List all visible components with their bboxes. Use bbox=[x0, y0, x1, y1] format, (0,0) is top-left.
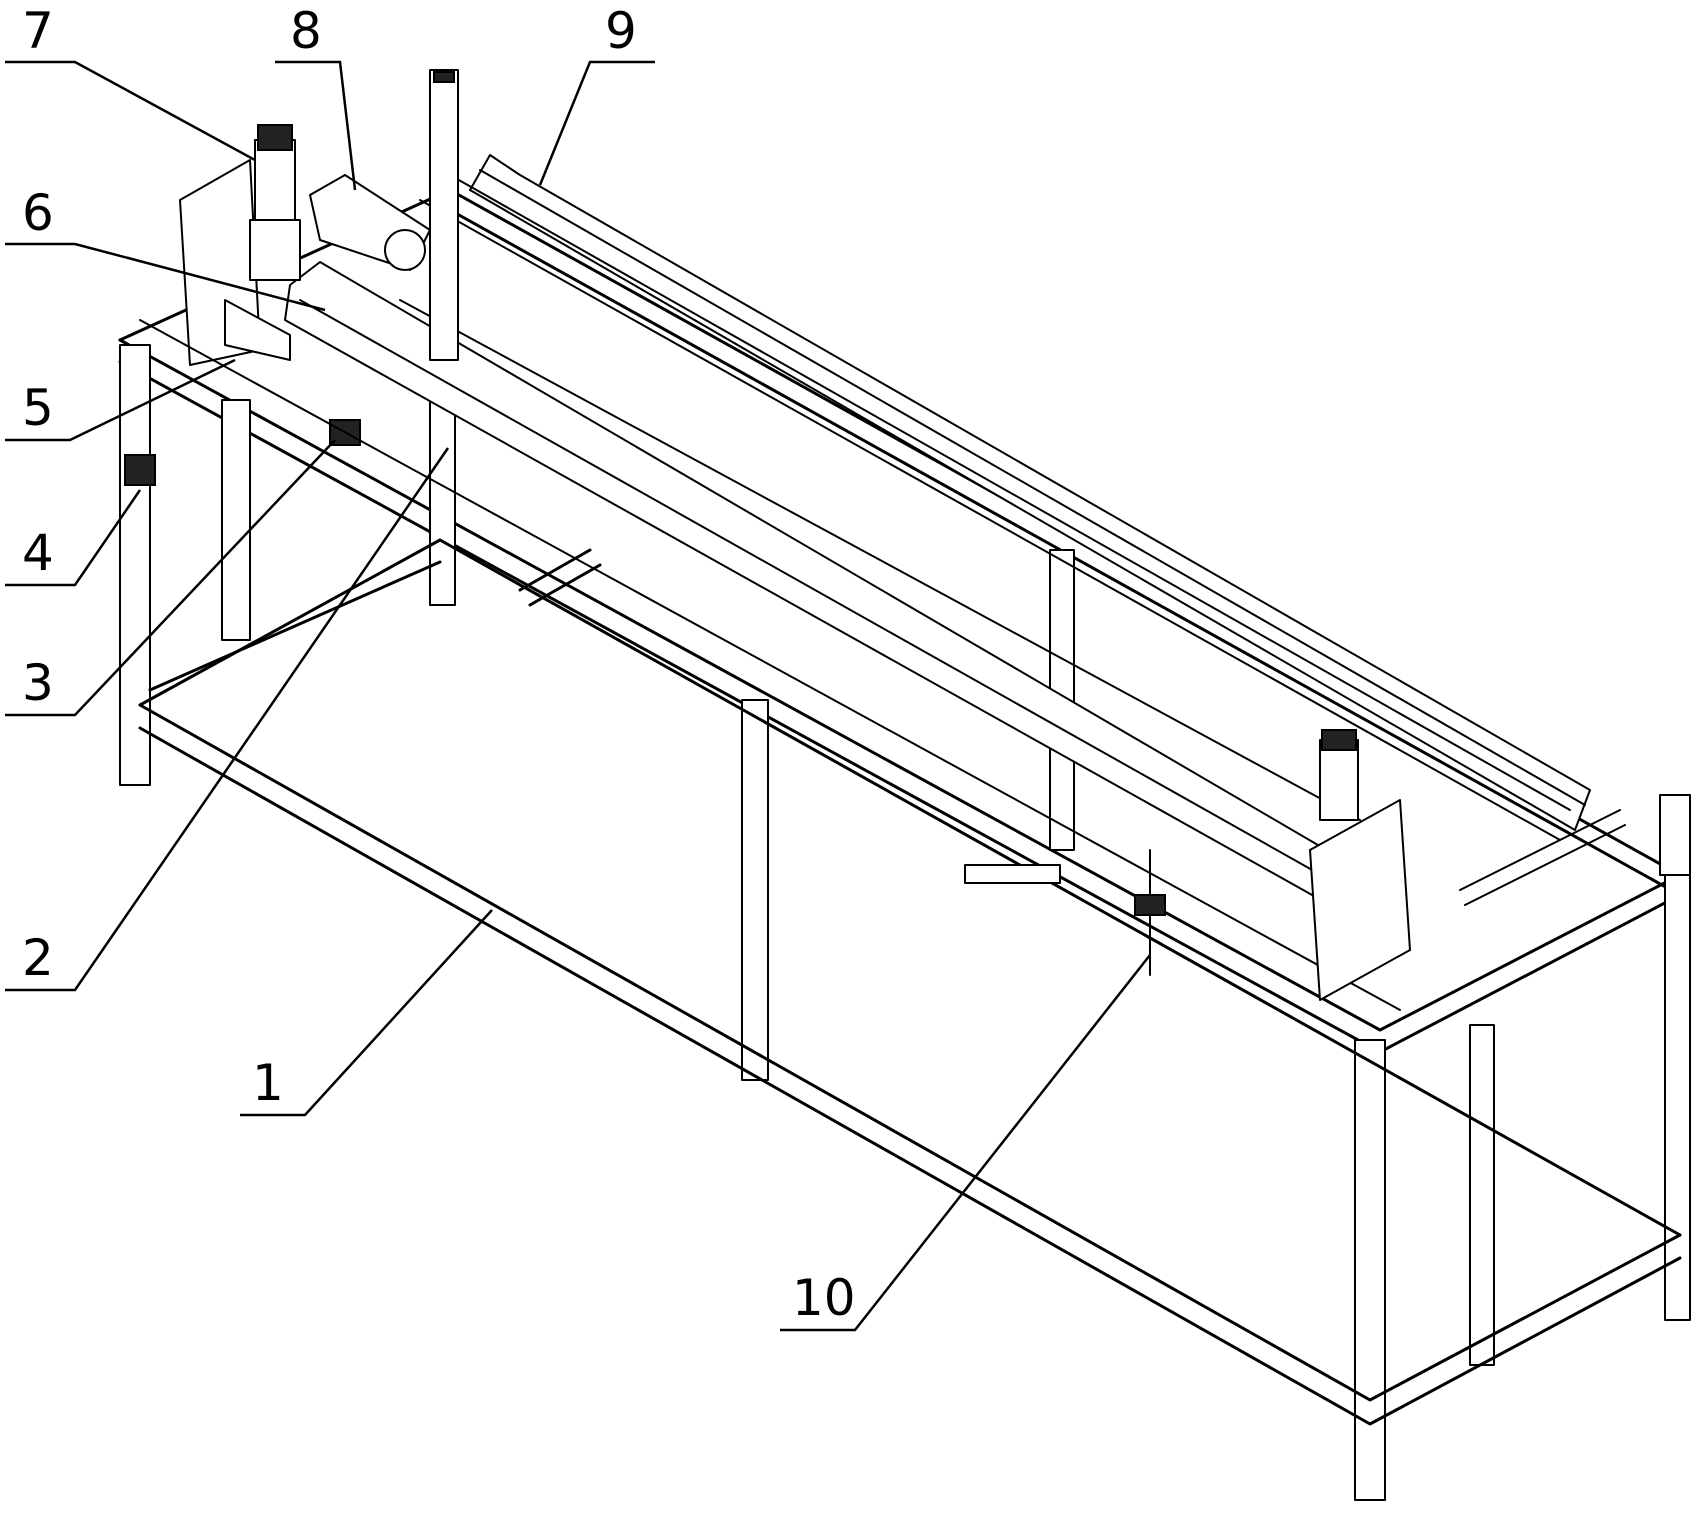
right-motor-cap bbox=[1321, 729, 1357, 751]
callout-2: 2 bbox=[22, 929, 54, 987]
left-motor-base bbox=[249, 219, 301, 281]
callout-6: 6 bbox=[22, 184, 54, 242]
top-frame-front-rail bbox=[118, 338, 1682, 1032]
leg-inner-right bbox=[1469, 1024, 1495, 1366]
leg-front-middle bbox=[741, 699, 769, 1081]
leader-8 bbox=[275, 60, 357, 191]
right-arm-lower bbox=[1464, 824, 1626, 906]
right-back-post bbox=[1659, 794, 1691, 876]
support-bracket bbox=[224, 299, 291, 361]
knob-left bbox=[124, 454, 156, 486]
leader-2 bbox=[5, 447, 450, 992]
cross-brace-top-2 bbox=[528, 563, 602, 607]
callout-leaders bbox=[5, 60, 1151, 1332]
leg-front-right bbox=[1354, 1039, 1386, 1501]
bottom-frame-front-inner bbox=[138, 726, 1682, 1426]
leg-front-left bbox=[119, 344, 151, 786]
leader-7 bbox=[5, 60, 256, 162]
callout-1: 1 bbox=[252, 1054, 284, 1112]
bottom-frame-back bbox=[438, 538, 1682, 1237]
right-drive-unit bbox=[964, 729, 1691, 1001]
right-side-plate bbox=[1309, 799, 1411, 1001]
left-drive-unit bbox=[124, 69, 1401, 1011]
leader-9 bbox=[538, 60, 655, 186]
callout-8: 8 bbox=[290, 2, 322, 60]
table-frame bbox=[118, 188, 1691, 1501]
front-guide-rail bbox=[139, 319, 1401, 1011]
guide-rod-2 bbox=[419, 199, 1561, 841]
leader-10 bbox=[780, 954, 1151, 1332]
pointer-knob bbox=[1134, 894, 1166, 916]
bottom-frame-front bbox=[138, 703, 1682, 1402]
rollers bbox=[284, 154, 1591, 906]
callout-labels: 1 2 3 4 5 6 7 8 9 10 bbox=[22, 2, 856, 1327]
leader-4 bbox=[5, 489, 142, 587]
front-roller-edge bbox=[299, 299, 1331, 881]
leader-6 bbox=[5, 242, 326, 312]
leader-5 bbox=[5, 358, 236, 442]
guide-rod-1 bbox=[399, 299, 1361, 821]
callout-9: 9 bbox=[605, 2, 637, 60]
leader-3 bbox=[5, 439, 336, 717]
left-motor-cap bbox=[257, 124, 293, 151]
leg-back-left bbox=[221, 399, 251, 641]
back-left-post-cap bbox=[433, 71, 455, 83]
callout-7: 7 bbox=[22, 2, 54, 60]
callout-3: 3 bbox=[22, 654, 54, 712]
leader-1 bbox=[240, 909, 493, 1117]
bottom-frame-left bbox=[138, 538, 442, 707]
bottom-frame-left-inner bbox=[148, 560, 442, 692]
callout-5: 5 bbox=[22, 379, 54, 437]
cross-brace-top bbox=[518, 548, 592, 592]
right-motor-body bbox=[1319, 739, 1359, 821]
back-roller-edge bbox=[479, 169, 1586, 806]
right-arm-upper bbox=[1459, 809, 1621, 891]
callout-4: 4 bbox=[22, 524, 54, 582]
back-roller bbox=[469, 154, 1591, 831]
callout-10: 10 bbox=[792, 1269, 856, 1327]
left-motor-body bbox=[254, 139, 296, 221]
back-left-post bbox=[429, 69, 459, 361]
pointer-slot bbox=[964, 864, 1061, 884]
gear-motor-end bbox=[384, 229, 426, 271]
guide-rod-3 bbox=[449, 174, 1571, 811]
